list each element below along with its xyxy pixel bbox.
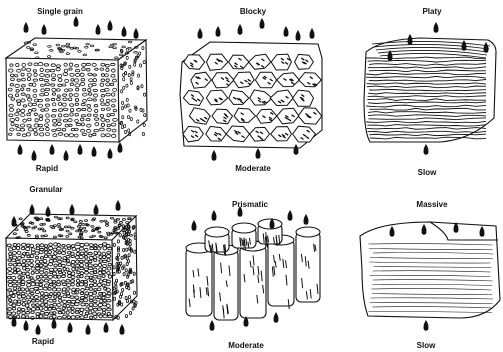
title-granular: Granular xyxy=(29,185,62,194)
water-drop-icon xyxy=(116,200,121,211)
water-drop-icon xyxy=(45,206,50,217)
water-drop-icon xyxy=(118,142,123,153)
title-single-grain: Single grain xyxy=(37,7,83,16)
water-drop-icon xyxy=(304,214,309,225)
water-drop-icon xyxy=(121,26,126,37)
water-drop-icon xyxy=(407,34,412,45)
water-drop-icon xyxy=(288,210,293,221)
water-drop-icon xyxy=(215,26,220,37)
water-drop-icon xyxy=(197,28,202,39)
water-drop-icon xyxy=(24,320,29,331)
water-drop-icon xyxy=(12,216,17,227)
rate-single-grain: Rapid xyxy=(36,164,58,173)
water-drop-icon xyxy=(64,150,69,161)
platy-stack xyxy=(364,38,496,142)
prismatic-columns xyxy=(186,219,320,320)
water-drop-icon xyxy=(237,24,242,35)
water-drop-icon xyxy=(30,204,35,215)
water-drop-icon xyxy=(50,144,55,155)
water-drop-icon xyxy=(94,204,99,215)
water-drop-icon xyxy=(23,22,28,33)
water-drop-icon xyxy=(284,26,289,37)
water-drop-icon xyxy=(434,22,439,33)
water-drop-icon xyxy=(108,148,113,159)
massive-block xyxy=(360,222,500,318)
water-drop-icon xyxy=(17,144,22,155)
single-grain-block xyxy=(6,38,147,142)
water-drop-icon xyxy=(256,148,261,159)
water-drop-icon xyxy=(85,324,90,335)
water-drop-icon xyxy=(210,320,215,331)
water-drop-icon xyxy=(52,318,57,329)
water-drop-icon xyxy=(78,144,83,155)
water-drop-icon xyxy=(134,28,139,39)
title-prismatic: Prismatic xyxy=(232,200,269,209)
water-drop-icon xyxy=(212,150,217,161)
title-platy: Platy xyxy=(422,7,442,16)
water-drop-icon xyxy=(424,320,429,331)
rate-platy: Slow xyxy=(418,168,437,177)
granular-block xyxy=(6,214,137,320)
water-drop-icon xyxy=(296,30,301,41)
water-drop-icon xyxy=(107,20,112,31)
rate-massive: Slow xyxy=(417,341,436,350)
water-drop-icon xyxy=(423,144,428,155)
blocky-aggregate xyxy=(180,42,322,148)
rate-prismatic: Moderate xyxy=(228,341,264,350)
water-drop-icon xyxy=(68,322,73,333)
water-drop-icon xyxy=(260,18,265,29)
water-drop-icon xyxy=(104,322,109,333)
water-drop-icon xyxy=(212,210,217,221)
water-drop-icon xyxy=(274,312,279,323)
water-drop-icon xyxy=(74,16,79,27)
water-drop-icon xyxy=(91,146,96,157)
water-drop-icon xyxy=(95,24,100,35)
rate-granular: Rapid xyxy=(32,337,54,346)
title-massive: Massive xyxy=(416,200,448,209)
water-drop-icon xyxy=(41,24,46,35)
rate-blocky: Moderate xyxy=(235,164,271,173)
title-blocky: Blocky xyxy=(240,7,267,16)
water-drop-icon xyxy=(120,324,125,335)
water-drop-icon xyxy=(309,28,314,39)
water-drop-icon xyxy=(36,324,41,335)
water-drop-icon xyxy=(70,204,75,215)
prism-columns xyxy=(186,219,320,320)
water-drop-icon xyxy=(32,150,37,161)
water-drop-icon xyxy=(191,220,196,231)
